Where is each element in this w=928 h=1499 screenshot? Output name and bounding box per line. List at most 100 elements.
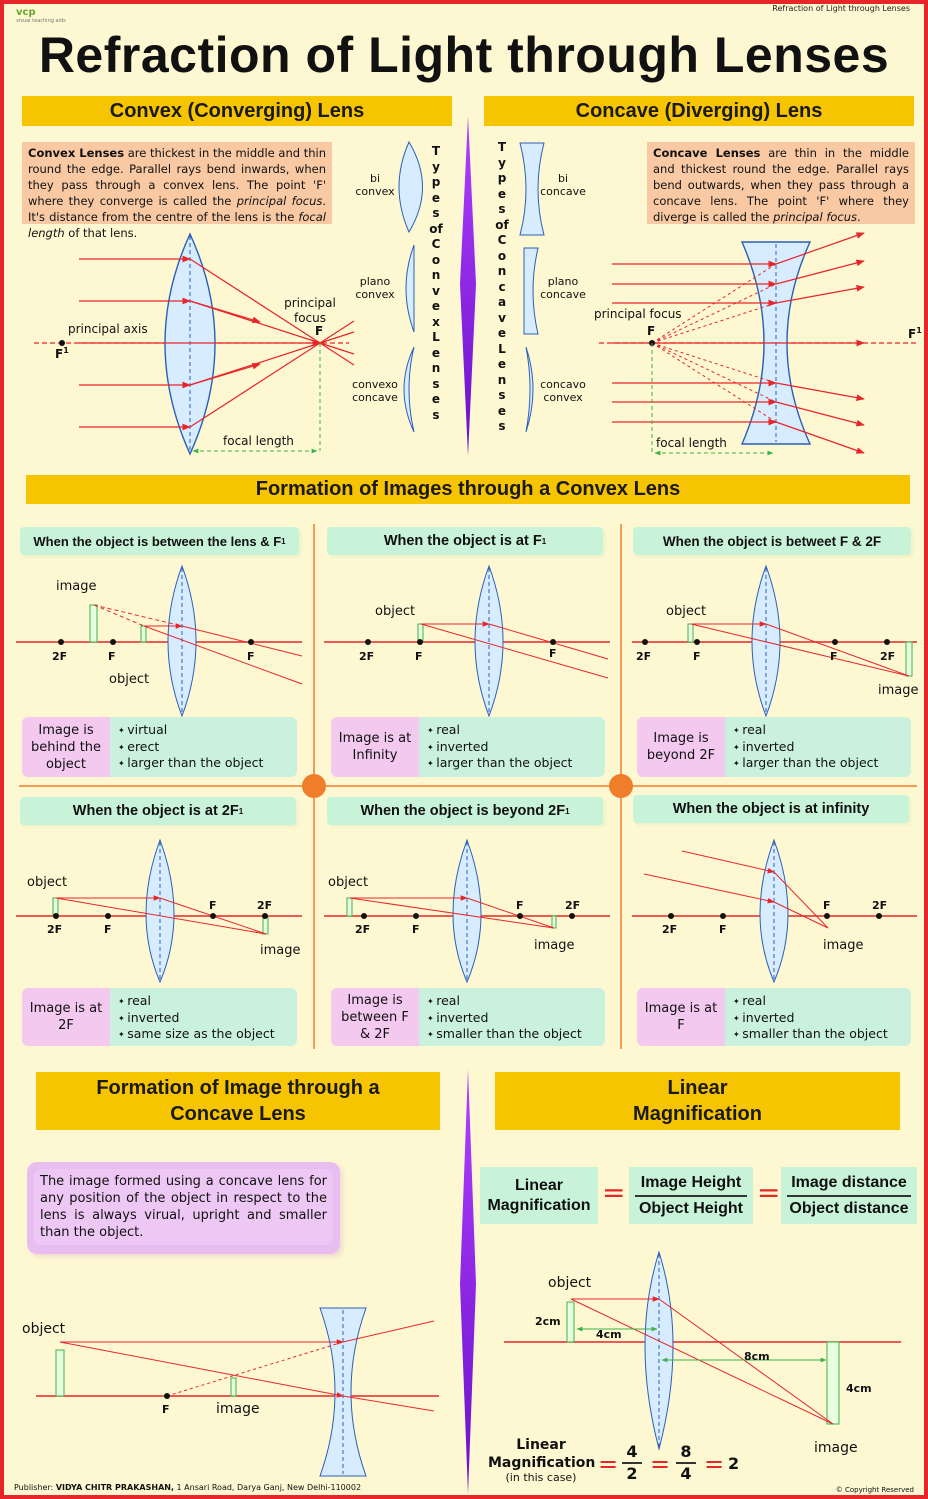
cell1-result: Image is behind the object virtualerectl… <box>22 717 297 777</box>
cell5-2f1: 2F <box>355 923 371 936</box>
convex-description: Convex Lenses are thickest in the middle… <box>22 142 332 240</box>
convex-main-diagram <box>34 232 355 456</box>
case-frac-1-den: 2 <box>622 1462 642 1484</box>
concave-image-desc-box: The image formed using a concave lens fo… <box>27 1162 340 1254</box>
cell4-prop-1: real <box>118 993 289 1010</box>
label-concave-f1-text: F <box>908 327 917 341</box>
diagrams-svg <box>16 116 919 1494</box>
case-eq-2: = <box>650 1450 671 1478</box>
cell1-prop-3: larger than the object <box>118 755 289 772</box>
concavoconvex-lens-shape <box>525 346 534 433</box>
cell1-2f1: 2F <box>52 650 68 663</box>
convex-types-label: Types of Convex Lenses <box>429 144 443 422</box>
cell3-prop-1: real <box>733 722 903 739</box>
concave-desc-bold: Concave Lenses <box>653 146 761 160</box>
cell4-f1: F <box>104 923 112 936</box>
type-biconvex: bi convex <box>355 172 395 198</box>
type-convexoconcave: convexo concave <box>352 378 398 404</box>
concave-description: Concave Lenses are thin in the middle an… <box>647 142 915 224</box>
formula-eq-1: = <box>602 1176 626 1209</box>
cell6-image-label: image <box>823 938 864 953</box>
cell5-object-label: object <box>328 875 369 890</box>
grid-node-2 <box>609 774 633 798</box>
case-eq-1: = <box>598 1450 619 1478</box>
formation-heading: Formation of Images through a Convex Len… <box>26 475 910 504</box>
cell3-prop-3: larger than the object <box>733 755 903 772</box>
cell2-title-text: When the object is at F <box>383 533 542 549</box>
label-principal-focus: principal focus <box>284 296 336 325</box>
cell3-title: When the object is betweet F & 2F <box>633 527 911 555</box>
cell3-f: F <box>830 650 838 663</box>
cell2-2f1: 2F <box>359 650 375 663</box>
cell2-prop-3: larger than the object <box>427 755 597 772</box>
mag-image-label: image <box>814 1440 858 1456</box>
cell4-diagram <box>16 838 302 984</box>
divider-bottom <box>460 1069 476 1494</box>
cell1-object-label: object <box>109 672 150 687</box>
case-eq-3: = <box>704 1450 725 1478</box>
cell3-prop-2: inverted <box>733 739 903 756</box>
cell2-f1: F <box>415 650 423 663</box>
convex-desc-text: are thickest in the middle and thin roun… <box>28 146 326 208</box>
case-result: 2 <box>728 1454 740 1473</box>
cell6-2f1: 2F <box>662 923 678 936</box>
label-convex-focal-length: focal length <box>223 434 294 448</box>
cell1-result-summary: Image is behind the object <box>22 717 110 777</box>
cell3-2f: 2F <box>880 650 896 663</box>
case-label: Linear Magnification(in this case) <box>488 1436 595 1484</box>
cell5-2f: 2F <box>565 899 581 912</box>
label-concave-f: F <box>647 324 656 338</box>
cell2-prop-1: real <box>427 722 597 739</box>
type-planoconvex: plano convex <box>355 275 395 301</box>
case-frac-2-den: 4 <box>676 1462 696 1484</box>
cell2-object-label: object <box>375 604 416 619</box>
cell3-result: Image is beyond 2F realinvertedlarger th… <box>637 717 911 777</box>
label-principal-axis: principal axis <box>68 322 148 336</box>
cell4-2f: 2F <box>257 899 273 912</box>
footer-publisher: Publisher: VIDYA CHITR PRAKASHAN, 1 Ansa… <box>14 1483 361 1492</box>
cell1-result-props: virtualerectlarger than the object <box>110 717 297 777</box>
cell5-result-props: realinvertedsmaller than the object <box>419 988 605 1046</box>
cell5-prop-2: inverted <box>427 1010 597 1027</box>
page-title: Refraction of Light through Lenses <box>38 27 890 83</box>
divider-top <box>460 116 476 456</box>
cell1-prop-2: erect <box>118 739 289 756</box>
cell4-title-text: When the object is at 2F <box>72 803 239 819</box>
cell6-result-props: realinvertedsmaller than the object <box>725 988 911 1046</box>
mag-2cm-label: 2cm <box>535 1315 561 1328</box>
cell3-object-label: object <box>666 604 707 619</box>
cell2-diagram <box>324 564 610 718</box>
formula-eq-2: = <box>757 1176 781 1209</box>
logo-text: vcp <box>16 7 36 18</box>
mag-object-label: object <box>548 1275 592 1291</box>
footer-address: 1 Ansari Road, Darya Ganj, New Delhi-110… <box>176 1483 362 1492</box>
mag-4cm-height-label: 4cm <box>846 1382 872 1395</box>
cell3-2f1: 2F <box>636 650 652 663</box>
cell3-image-label: image <box>878 683 919 698</box>
cell6-prop-1: real <box>733 993 903 1010</box>
label-convex-f: F <box>315 324 324 338</box>
cell1-title-text: When the object is between the lens & F <box>33 533 282 549</box>
label-convex-f1: F1 <box>55 346 69 361</box>
cell5-f1: F <box>412 923 420 936</box>
cell5-result-summary: Image is between F & 2F <box>331 988 419 1046</box>
cell1-diagram <box>16 564 303 718</box>
cell3-result-props: realinvertedlarger than the object <box>725 717 911 777</box>
cell2-result-summary: Image is at Infinity <box>331 717 419 777</box>
cell4-result-summary: Image is at 2F <box>22 988 110 1046</box>
sup: 1 <box>63 346 69 355</box>
cell5-prop-1: real <box>427 993 597 1010</box>
cell1-f: F <box>247 650 255 663</box>
footer-publisher-name: VIDYA CHITR PRAKASHAN, <box>55 1483 174 1492</box>
cell5-f: F <box>516 899 524 912</box>
convex-desc-bold: Convex Lenses <box>28 146 125 160</box>
cell2-result-props: realinvertedlarger than the object <box>419 717 605 777</box>
